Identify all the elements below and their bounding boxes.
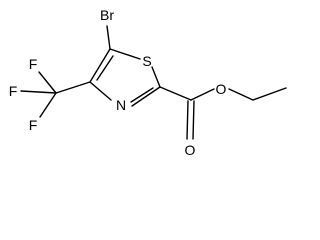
bond-ch2-ch3 <box>252 87 287 101</box>
atom-sulfur: S <box>142 53 151 69</box>
background <box>0 0 292 162</box>
atom-ester-oxygen: O <box>216 81 227 97</box>
bonds <box>20 25 287 140</box>
chemical-structure-diagram: Br S N F F F O O <box>0 0 292 162</box>
bond-c-o-ester <box>190 88 215 101</box>
bond-c5-s <box>109 48 141 60</box>
atom-labels: Br S N F F F O O <box>9 7 227 158</box>
atom-nitrogen: N <box>116 97 126 113</box>
bond-n-c4 <box>89 81 112 101</box>
bond-cf3-f-bottom <box>39 92 57 118</box>
atom-bromine: Br <box>100 7 114 23</box>
bond-c2-n-inner <box>130 87 154 103</box>
bond-o-ch2 <box>228 88 254 101</box>
atom-carbonyl-oxygen: O <box>185 142 196 158</box>
bond-c-o-double-2 <box>192 100 195 140</box>
atom-fluorine-left: F <box>9 83 18 99</box>
bond-c4-cf3 <box>55 81 91 94</box>
bond-c2-n <box>131 86 161 107</box>
bond-c4-c5-inner <box>96 55 114 81</box>
bond-c2-ccarbonyl <box>159 86 192 101</box>
bond-br-c5 <box>106 25 111 50</box>
bond-c4-c5 <box>89 48 111 83</box>
atom-fluorine-bottom: F <box>29 117 38 133</box>
bond-c-o-double <box>186 100 189 140</box>
atom-fluorine-top: F <box>29 56 38 72</box>
bond-s-c2 <box>151 66 161 88</box>
bond-cf3-f-top <box>38 71 57 94</box>
bond-cf3-f-left <box>20 90 57 94</box>
